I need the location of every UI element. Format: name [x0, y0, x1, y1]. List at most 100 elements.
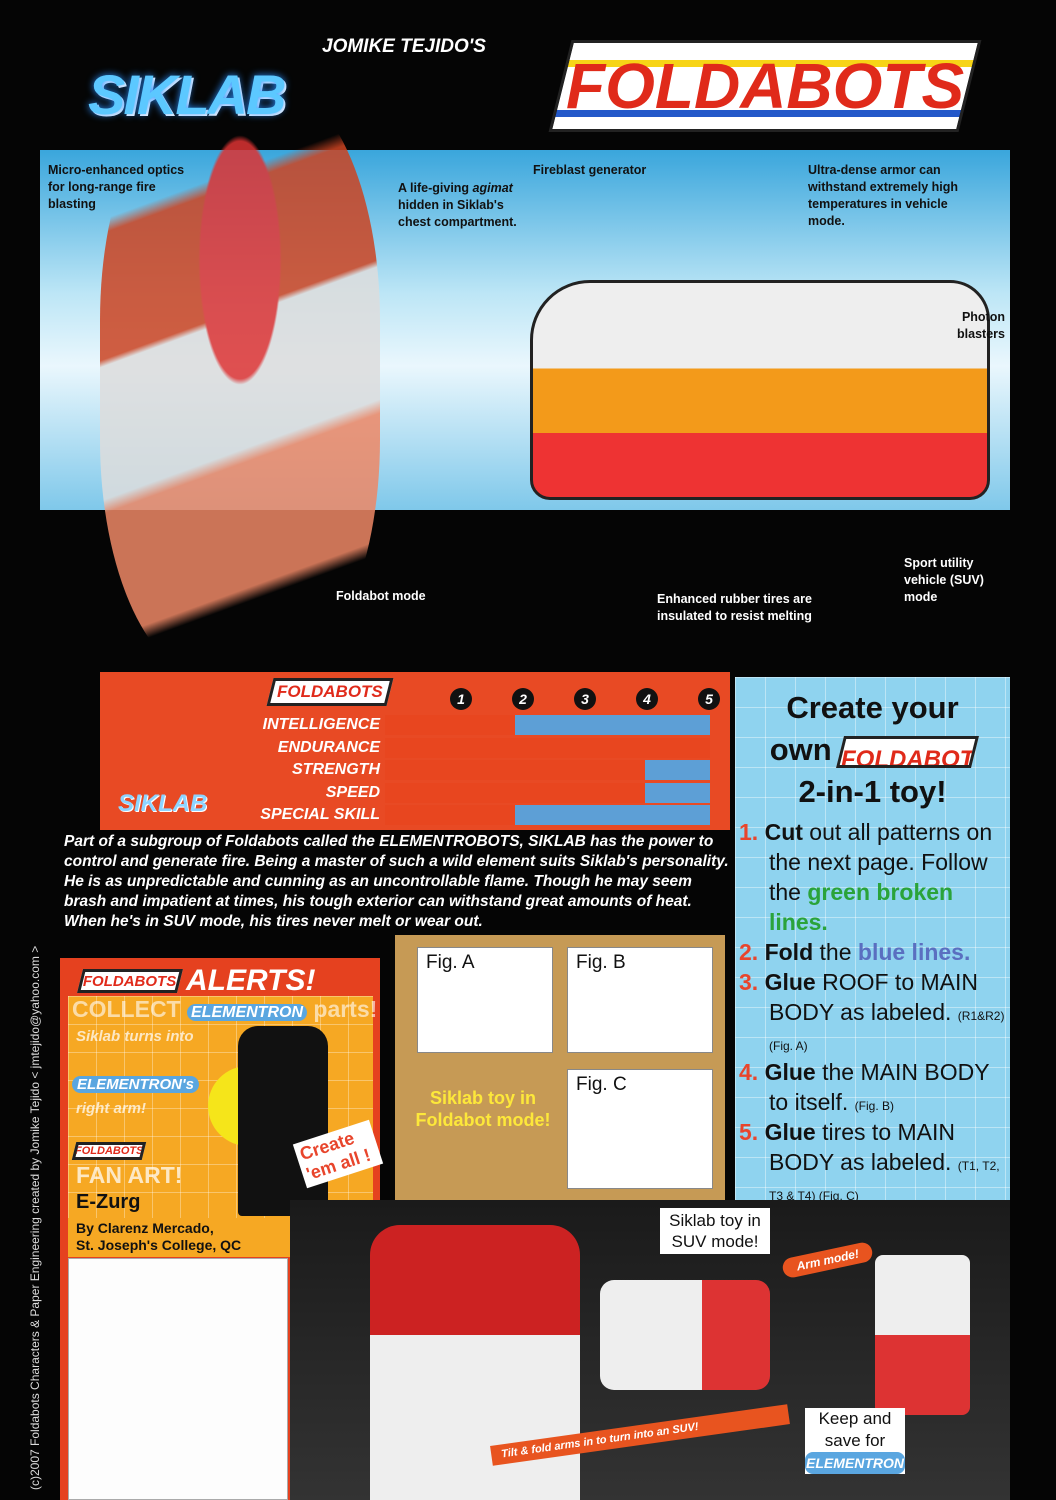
stat-bar [385, 760, 710, 780]
toy-suv-photo [600, 1280, 770, 1390]
robot-illustration [100, 80, 380, 680]
foldabot-toy-caption: Siklab toy in Foldabot mode! [415, 1088, 551, 1130]
step-text: the [813, 939, 858, 965]
toy-robot-photo [370, 1225, 580, 1500]
stat-row: SPECIAL SKILL [240, 805, 710, 825]
step-highlight: blue lines. [857, 939, 971, 965]
step-verb: Cut [764, 819, 803, 845]
fan-art-sketch [68, 1258, 288, 1500]
stats-logo: FOLDABOTS [266, 678, 394, 706]
step-verb: Glue [764, 1059, 816, 1085]
scale-2: 2 [512, 688, 534, 710]
scale-3: 3 [574, 688, 596, 710]
toy-photo: Siklab toy in SUV mode! Arm mode! Tilt &… [290, 1200, 1010, 1500]
elementron-silhouette [238, 1026, 328, 1216]
fanart-school: St. Joseph's College, QC [76, 1237, 242, 1253]
scale-4: 4 [636, 688, 658, 710]
author-credit: JOMIKE TEJIDO'S [322, 36, 486, 57]
step-number: 3. [739, 969, 759, 995]
step-number: 5. [739, 1119, 759, 1145]
create-logo: FOLDABOTS [836, 735, 980, 768]
instruction-step: 5. Glue tires to MAIN BODY as labeled. (… [737, 1117, 1010, 1207]
step-verb: Fold [764, 939, 814, 965]
create-heading-1: Create your [786, 690, 959, 725]
fanart-title: E-Zurg [76, 1191, 141, 1213]
copyright-credit: (c)2007 Foldabots Characters & Paper Eng… [28, 945, 42, 1490]
step-verb: Glue [764, 969, 816, 995]
keep-save-note: Keep and save for ELEMENTRON [805, 1408, 905, 1474]
stat-bar [385, 782, 710, 803]
instruction-step: 3. Glue ROOF to MAIN BODY as labeled. (R… [737, 967, 1010, 1057]
fanart-artist: By Clarenz Mercado, [76, 1220, 214, 1236]
stats-scale: 1 2 3 4 5 [450, 688, 720, 710]
right-arm-text: right arm! [76, 1100, 147, 1117]
stats-name: SIKLAB [118, 790, 208, 817]
step-text: tires to MAIN BODY as labeled. [769, 1119, 956, 1175]
step-number: 2. [739, 939, 759, 965]
scale-5: 5 [698, 688, 720, 710]
suv-toy-caption: Siklab toy in SUV mode! [660, 1208, 770, 1254]
elementron-badge: ELEMENTRON [187, 1004, 307, 1021]
create-heading-3: 2-in-1 toy! [798, 774, 947, 809]
toy-arm-photo [875, 1255, 970, 1415]
step-text: out all patterns on the next page. Follo… [769, 819, 993, 905]
callout-armor: Ultra-dense armor can withstand extremel… [808, 163, 959, 228]
alerts-title: ALERTS! [186, 964, 316, 997]
collect-text: COLLECT [72, 996, 181, 1022]
stat-row: STRENGTH [240, 760, 710, 780]
stat-row: SPEED [240, 782, 710, 803]
suv-illustration [530, 280, 990, 500]
callout-foldabot-mode: Foldabot mode [336, 589, 426, 603]
fanart-heading: FAN ART! [76, 1162, 183, 1188]
figure-c: Fig. C [567, 1069, 713, 1189]
stat-fill [385, 760, 645, 780]
instruction-step: 4. Glue the MAIN BODY to itself. (Fig. B… [737, 1057, 1010, 1117]
stat-row: INTELLIGENCE [240, 715, 710, 735]
callout-photon: Photon blasters [957, 310, 1005, 341]
stat-label: SPECIAL SKILL [260, 806, 380, 823]
callout-tires: Enhanced rubber tires are insulated to r… [657, 592, 812, 623]
instruction-step: 1. Cut out all patterns on the next page… [737, 817, 1010, 937]
step-text: ROOF to MAIN BODY as labeled. [769, 969, 978, 1025]
callout-fireblast: Fireblast generator [533, 163, 647, 177]
foldabots-logo: FOLDABOTS [548, 40, 982, 132]
stat-row: ENDURANCE [240, 737, 710, 758]
stat-bar [385, 805, 710, 825]
character-title: SIKLAB [88, 63, 286, 126]
instruction-step: 2. Fold the blue lines. [737, 937, 1010, 967]
step-note: (T1, T2, T3 & T4) (Fig. C) [769, 1159, 1000, 1203]
keep-save-text: Keep and save for [818, 1409, 892, 1450]
keep-elementron-badge: ELEMENTRON [805, 1452, 905, 1474]
step-highlight: green broken lines. [769, 879, 954, 935]
stat-label: INTELLIGENCE [262, 716, 380, 733]
stat-bar [385, 737, 710, 758]
parts-text: parts! [313, 996, 378, 1022]
stat-fill [385, 782, 645, 803]
step-verb: Glue [764, 1119, 816, 1145]
scale-1: 1 [450, 688, 472, 710]
arm-mode-arrow: Arm mode! [780, 1240, 875, 1280]
callout-agimat: A life-giving agimat hidden in Siklab's … [398, 181, 517, 229]
stat-fill [385, 737, 710, 758]
callout-optics: Micro-enhanced optics for long-range fir… [48, 163, 185, 211]
create-heading-own: own [769, 732, 832, 767]
callout-suv-mode: Sport utility vehicle (SUV) mode [904, 556, 984, 604]
stat-fill [385, 715, 515, 735]
figure-a: Fig. A [417, 947, 553, 1053]
stat-label: ENDURANCE [277, 738, 380, 756]
step-note: (R1&R2) (Fig. A) [769, 1009, 1005, 1053]
fanart-logo: FOLDABOTS [71, 1142, 147, 1160]
stat-fill [385, 805, 515, 825]
stat-label: STRENGTH [292, 761, 380, 778]
elementrons-badge: ELEMENTRON's [72, 1076, 199, 1093]
stat-label: SPEED [325, 783, 380, 801]
stat-bar [385, 715, 710, 735]
figure-b: Fig. B [567, 947, 713, 1053]
step-number: 1. [739, 819, 759, 845]
step-text: the MAIN BODY to itself. [769, 1059, 990, 1115]
step-number: 4. [739, 1059, 759, 1085]
figures-panel: Fig. A Fig. B Fig. C Siklab toy in Folda… [395, 935, 725, 1200]
turns-text: Siklab turns into [76, 1028, 194, 1045]
alerts-grid: COLLECT ELEMENTRON parts! Siklab turns i… [68, 996, 384, 1218]
character-description: Part of a subgroup of Foldabots called t… [64, 833, 729, 930]
